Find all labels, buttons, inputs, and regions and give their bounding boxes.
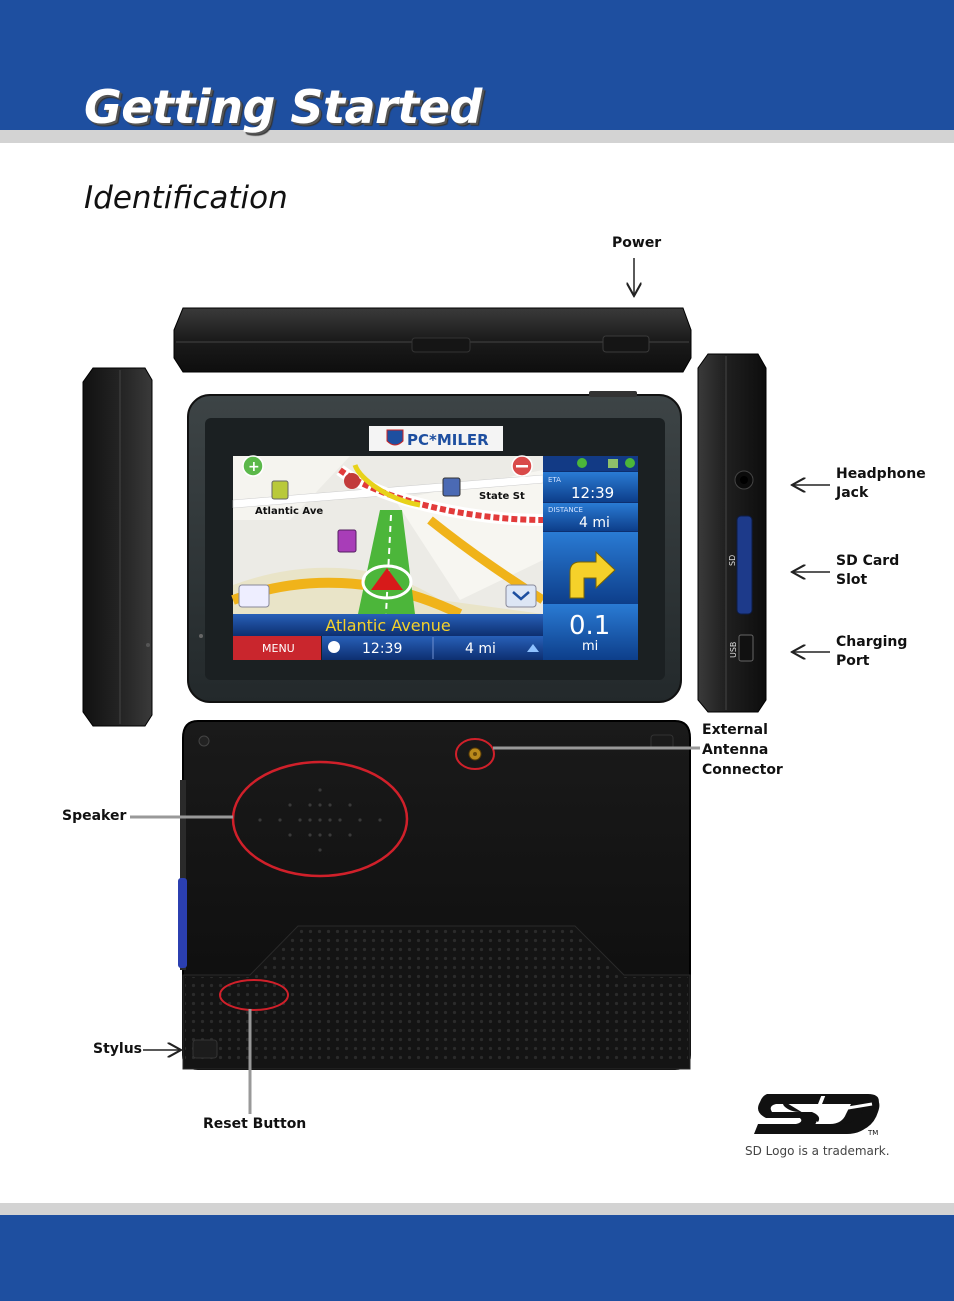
eta-label: ETA <box>548 476 561 484</box>
map-street-atlantic: Atlantic Ave <box>255 506 323 517</box>
usb-port <box>738 634 754 662</box>
device-right-view: SD USB <box>697 353 767 713</box>
distance-label: DISTANCE <box>548 506 583 514</box>
sd-logo-caption: SD Logo is a trademark. <box>745 1144 890 1158</box>
current-street: Atlantic Avenue <box>325 616 450 635</box>
device-front-view: PC*MILER + Atlantic Ave State St Atlanti… <box>187 391 682 703</box>
svg-text:+: + <box>248 459 260 475</box>
charging-label-line1: Charging <box>836 634 908 650</box>
footer-strip <box>0 1203 954 1215</box>
sd-slot-label-line2: Slot <box>836 572 868 588</box>
reset-highlight <box>219 979 289 1011</box>
eta-value: 12:39 <box>571 484 614 502</box>
footer-band <box>0 1215 954 1301</box>
sd-card-slot <box>736 515 753 615</box>
turn-unit: mi <box>582 639 598 654</box>
section-title: Identification <box>84 180 288 216</box>
antenna-label-line1: External <box>702 722 768 738</box>
headphone-label: Headphone Jack <box>836 465 926 503</box>
turn-distance: 0.1 <box>569 611 610 641</box>
distance-value: 4 mi <box>579 515 610 531</box>
device-top-view <box>173 307 692 373</box>
antenna-highlight <box>455 738 495 770</box>
stylus-label: Stylus <box>93 1041 142 1057</box>
sd-slot-label: SD Card Slot <box>836 552 899 590</box>
antenna-label: External Antenna Connector <box>702 720 783 780</box>
speaker-label: Speaker <box>62 808 127 824</box>
speaker-grille <box>258 788 382 852</box>
brand-logo-text: PC*MILER <box>407 431 489 449</box>
sd-logo: TM <box>754 1094 880 1137</box>
stylus-slot <box>192 1039 218 1059</box>
antenna-label-line3: Connector <box>702 762 783 778</box>
bottom-distance: 4 mi <box>465 641 496 657</box>
device-left-view <box>82 367 153 727</box>
turn-right-icon <box>569 550 616 599</box>
speaker-highlight <box>231 760 409 878</box>
charging-label-line2: Port <box>836 653 870 669</box>
device-back-view <box>178 720 691 1070</box>
header-band <box>0 0 954 130</box>
headphone-label-line2: Jack <box>836 485 869 501</box>
headphone-label-line1: Headphone <box>836 466 926 482</box>
power-label: Power <box>612 235 662 251</box>
bottom-time: 12:39 <box>362 641 402 657</box>
page-title: Getting Started <box>84 80 482 134</box>
charging-label: Charging Port <box>836 633 907 671</box>
map-street-state: State St <box>479 491 525 502</box>
power-button <box>602 335 650 353</box>
menu-button-label: MENU <box>262 642 295 655</box>
stylus-side-accent <box>178 878 187 968</box>
sd-slot-label-line1: SD Card <box>836 553 900 569</box>
sd-trademark-mark: TM <box>867 1129 878 1137</box>
usb-port-label: USB <box>729 642 738 658</box>
sd-port-label: SD <box>728 555 737 566</box>
antenna-label-line2: Antenna <box>702 742 769 758</box>
reset-label: Reset Button <box>203 1116 307 1132</box>
header-strip <box>0 130 954 143</box>
